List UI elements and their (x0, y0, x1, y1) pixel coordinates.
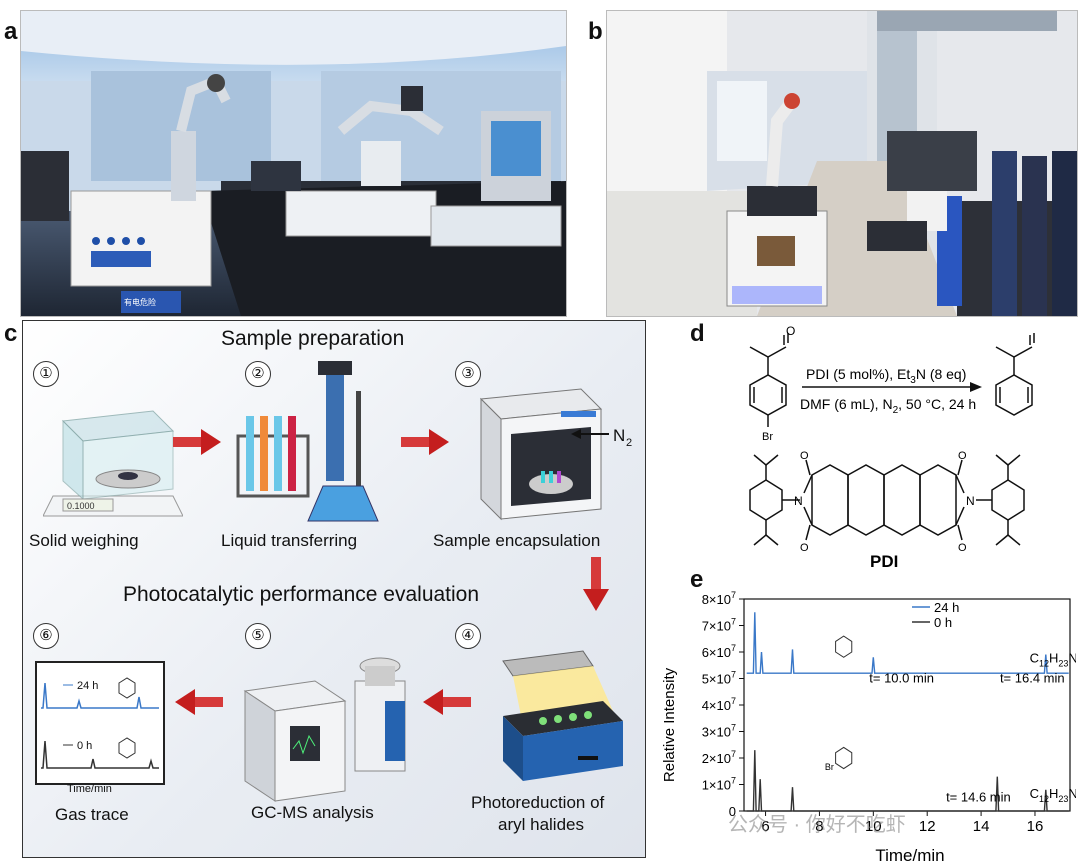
gc-ms-illustration (243, 657, 406, 802)
reaction-scheme: O Br PDI (5 mol%), Et3N (8 eq) DMF (6 mL… (749, 325, 1035, 571)
panel-label-e: e (690, 566, 704, 593)
pdi-n-left: N (794, 494, 803, 508)
y-tick-label: 1×107 (702, 776, 736, 793)
y-tick-label: 2×107 (702, 749, 736, 766)
plot-frame (743, 598, 1071, 812)
legend-label: 0 h (934, 615, 952, 630)
y-tick-label: 4×107 (702, 696, 736, 713)
step-label-sample-encapsulation: Sample encapsulation (433, 531, 601, 550)
n2-subscript: 2 (626, 437, 632, 449)
pdi-o-2: O (800, 542, 809, 554)
n2-label: N (613, 426, 625, 445)
bromoacetophenone-sketch (835, 746, 853, 770)
mini-legend-0h: 0 h (77, 740, 92, 752)
panel-label-b: b (588, 18, 603, 45)
step-number-4: ④ (455, 623, 481, 649)
mini-chromatogram-xlabel: Time/min (67, 783, 112, 795)
x-tick-label: 8 (815, 818, 823, 835)
photocatalytic-evaluation-title: Photocatalytic performance evaluation (123, 583, 480, 606)
series-line-24h (746, 612, 1069, 674)
y-tick-label: 6×107 (702, 643, 736, 660)
x-tick-label: 12 (919, 818, 936, 835)
x-axis-label: Time/min (875, 846, 944, 865)
step-number-1: ① (33, 361, 59, 387)
x-tick-label: 16 (1027, 818, 1044, 835)
panel-label-a: a (4, 18, 18, 45)
legend-label: 24 h (934, 600, 959, 615)
gc-chromatogram-chart: Relative Intensity Time/min 6 8 10 12 14 16 0 1… (661, 590, 1076, 865)
analytical-balance-illustration: 0.1000 (43, 410, 183, 517)
glovebox-illustration: N 2 (479, 388, 632, 521)
y-tick-label: 0 (729, 804, 736, 819)
series-line-0h (746, 750, 1069, 812)
sample-preparation-title: Sample preparation (221, 327, 405, 350)
step-number-2: ② (245, 361, 271, 387)
panel-label-d: d (690, 320, 705, 347)
mini-chromatogram: 24 h 0 h (35, 661, 165, 785)
lab-photo-a-illustration: 有电危险 (21, 11, 566, 316)
step-number-6: ⑥ (33, 623, 59, 649)
annotation-br: Br (825, 762, 834, 772)
pdi-o-3: O (958, 450, 967, 462)
y-tick-label: 7×107 (702, 617, 736, 634)
photoreactor-illustration (502, 650, 623, 781)
lab-photo-b (606, 10, 1078, 317)
lab-photo-b-illustration (607, 11, 1077, 316)
arrow-down-icon (583, 557, 609, 611)
annotation-formula-0h: C12H23N (1030, 786, 1076, 804)
step-number-3: ③ (455, 361, 481, 387)
condition-bottom: DMF (6 mL), N2, 50 °C, 24 h (800, 396, 976, 416)
x-tick-label: 10 (865, 818, 882, 835)
arrow-right-icon (173, 429, 221, 455)
step-label-gas-trace: Gas trace (55, 805, 129, 824)
annotation-t164: t= 16.4 min (1000, 670, 1065, 685)
annotation-t10: t= 10.0 min (869, 670, 934, 685)
watermark: 公众号 · 你好不吃虾 (728, 814, 906, 836)
arrow-left-icon (423, 689, 471, 715)
x-tick-label: 14 (973, 818, 990, 835)
bromo-label: Br (762, 431, 773, 443)
warning-sign-text: 有电危险 (124, 297, 156, 307)
bromoacetophenone-structure (749, 333, 789, 427)
annotation-formula-24h: C12H23N (1030, 651, 1076, 669)
liquid-transfer-illustration (236, 361, 379, 522)
acetophenone-sketch (835, 635, 853, 658)
y-tick-label: 3×107 (702, 723, 736, 740)
ketone-o-label: O (786, 325, 795, 338)
step-label-gc-ms: GC-MS analysis (251, 803, 374, 822)
pdi-structure (749, 454, 1025, 546)
step-label-aryl-halides: aryl halides (498, 815, 584, 834)
x-tick-label: 6 (761, 818, 769, 835)
y-tick-label: 8×107 (702, 590, 736, 607)
workflow-panel: Sample preparation Photocatalytic perfor… (22, 320, 646, 858)
arrow-left-icon (175, 689, 223, 715)
panel-label-c: c (4, 320, 18, 347)
y-tick-label: 5×107 (702, 670, 736, 687)
mini-legend-24h: 24 h (77, 680, 98, 692)
pdi-o-1: O (800, 450, 809, 462)
acetophenone-structure (995, 333, 1035, 416)
pdi-label: PDI (870, 552, 898, 571)
pdi-n-right: N (966, 494, 975, 508)
step-number-5: ⑤ (245, 623, 271, 649)
lab-photo-a: 有电危险 (20, 10, 567, 317)
y-axis-label: Relative Intensity (661, 667, 678, 782)
annotation-t146: t= 14.6 min (946, 790, 1011, 805)
step-label-solid-weighing: Solid weighing (29, 531, 139, 550)
step-label-liquid-transferring: Liquid transferring (221, 531, 358, 550)
arrow-right-icon (401, 429, 449, 455)
mini-chromatogram-plot: 24 h 0 h (41, 677, 159, 769)
step-label-photoreduction: Photoreduction of (471, 793, 605, 812)
condition-top: PDI (5 mol%), Et3N (8 eq) (806, 366, 966, 386)
balance-readout: 0.1000 (67, 501, 95, 511)
pdi-o-4: O (958, 542, 967, 554)
